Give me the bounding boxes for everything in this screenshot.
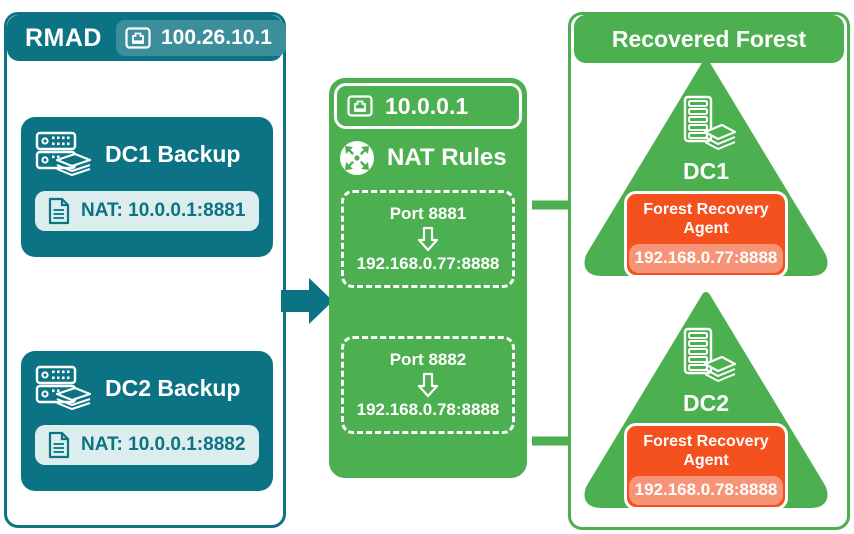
document-icon	[47, 431, 71, 459]
dc2-forest-recovery-agent[interactable]: Forest Recovery Agent 192.168.0.78:8888	[624, 423, 788, 510]
dc2-nat-text: NAT: 10.0.0.1:8882	[81, 434, 246, 455]
ethernet-port-icon	[125, 25, 151, 51]
dc1-label: DC1	[682, 158, 729, 184]
nat-rule-2-destination: 192.168.0.78:8888	[356, 400, 500, 419]
server-backup-icon	[675, 326, 737, 388]
dc2-agent-ip: 192.168.0.78:8888	[629, 476, 783, 505]
dc1-backup-title: DC1 Backup	[105, 140, 241, 167]
dc2-node-content: DC2 Forest Recovery Agent 192.168.0.78:8…	[582, 290, 830, 510]
down-arrow-icon	[417, 226, 439, 252]
server-backup-icon	[675, 94, 737, 156]
recovered-forest-title: Recovered Forest	[611, 25, 807, 52]
nat-rule-1-port: Port 8881	[389, 204, 467, 223]
dc1-forest-recovery-agent[interactable]: Forest Recovery Agent 192.168.0.77:8888	[624, 191, 788, 278]
dc2-nat-badge: NAT: 10.0.0.1:8882	[35, 425, 259, 465]
rmad-ip-text: 100.26.10.1	[161, 26, 272, 49]
dc2-node[interactable]: DC2 Forest Recovery Agent 192.168.0.78:8…	[582, 290, 830, 510]
dc1-backup-card[interactable]: DC1 Backup NAT: 10.0.0.1:8881	[21, 117, 273, 257]
dc2-agent-title: Forest Recovery Agent	[643, 433, 769, 469]
nat-panel: 10.0.0.1	[329, 78, 527, 478]
nat-rule-2: Port 8882 192.168.0.78:8888	[341, 336, 515, 434]
document-icon	[47, 197, 71, 225]
dc1-agent-ip: 192.168.0.77:8888	[629, 244, 783, 273]
server-backup-icon	[35, 364, 93, 412]
dc1-node-content: DC1 Forest Recovery Agent 192.168.0.77:8…	[582, 58, 830, 278]
nat-rule-1-destination: 192.168.0.77:8888	[356, 254, 500, 273]
dc1-node[interactable]: DC1 Forest Recovery Agent 192.168.0.77:8…	[582, 58, 830, 278]
dc2-backup-card[interactable]: DC2 Backup NAT: 10.0.0.1:8882	[21, 351, 273, 491]
dc1-agent-title: Forest Recovery Agent	[643, 201, 769, 237]
router-icon	[339, 140, 375, 176]
right-block-arrow-icon	[277, 272, 337, 330]
ethernet-port-icon	[347, 93, 373, 119]
server-backup-icon	[35, 130, 93, 178]
rmad-titlebar: RMAD 100.26.10.1	[7, 15, 286, 61]
nat-rules-label: NAT Rules	[387, 144, 507, 171]
nat-ip-badge: 10.0.0.1	[334, 83, 522, 129]
nat-ip-text: 10.0.0.1	[385, 92, 469, 119]
dc1-backup-header: DC1 Backup	[21, 117, 273, 191]
dc1-nat-badge: NAT: 10.0.0.1:8881	[35, 191, 259, 231]
rmad-panel: RMAD 100.26.10.1	[4, 12, 286, 528]
down-arrow-icon	[417, 372, 439, 398]
dc2-label: DC2	[682, 390, 729, 416]
rmad-ip-badge: 100.26.10.1	[116, 20, 286, 56]
rmad-title: RMAD	[25, 23, 102, 52]
nat-rule-1: Port 8881 192.168.0.77:8888	[341, 190, 515, 288]
dc2-backup-header: DC2 Backup	[21, 351, 273, 425]
recovered-forest-titlebar: Recovered Forest	[574, 15, 844, 63]
dc2-backup-title: DC2 Backup	[105, 374, 241, 401]
dc1-nat-text: NAT: 10.0.0.1:8881	[81, 200, 246, 221]
nat-rule-2-port: Port 8882	[389, 350, 467, 369]
nat-rules-header: NAT Rules	[339, 140, 507, 176]
